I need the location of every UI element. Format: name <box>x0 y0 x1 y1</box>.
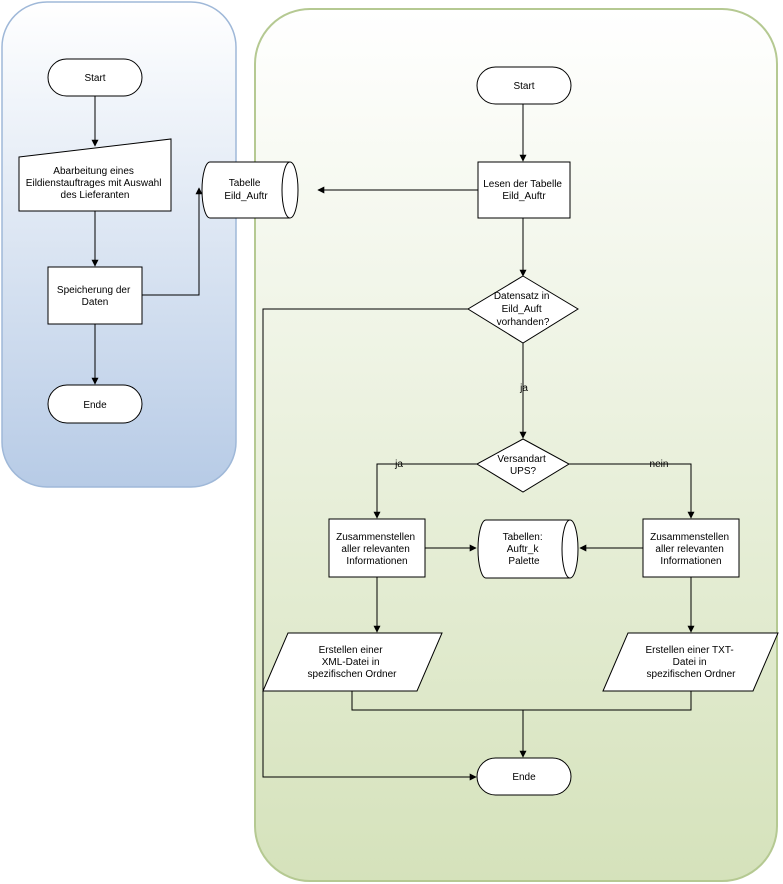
storage-table-line1: Tabelle <box>229 178 261 189</box>
left-process1-line3: des Lieferanten <box>61 190 130 201</box>
compile-left-line2: aller relevanten <box>341 544 409 555</box>
decision-record-line3: vorhanden? <box>497 317 550 328</box>
right-start-label: Start <box>513 81 534 92</box>
svg-text:Speicherung der Daten: Speicherung der Daten <box>57 285 133 308</box>
read-table-line2: Eild_Auftr <box>502 191 546 202</box>
decision-record-line2: Eild_Auft <box>502 304 542 315</box>
svg-text:Versandart UPS?: Versandart UPS? <box>497 454 548 477</box>
edge-ups-no <box>569 463 695 519</box>
storage-tables-line3: Palette <box>508 556 540 567</box>
right-end-label: Ende <box>512 772 536 783</box>
edge-label-no-ups: nein <box>650 459 669 470</box>
left-process1-node: Abarbeitung eines Eildienstauftrages mit… <box>18 138 172 212</box>
right-end-node: Ende <box>476 757 572 796</box>
output-xml-node: Erstellen einer XML-Datei in spezifische… <box>262 632 443 692</box>
storage-tables-line2: Auftr_k <box>507 544 540 555</box>
svg-text:Tabelle Eild_Auftr: Tabelle Eild_Auftr <box>224 178 268 202</box>
left-process2-line2: Daten <box>82 297 109 308</box>
edge-label-yes-record: ja <box>519 383 528 394</box>
svg-text:Lesen der Tabelle Eild_A: Lesen der Tabelle Eild_Auftr <box>483 179 565 202</box>
read-table-line1: Lesen der Tabelle <box>483 179 562 190</box>
decision-record-exists: Datensatz in Eild_Auft vorhanden? <box>467 275 579 344</box>
storage-table-line2: Eild_Auftr <box>224 191 268 202</box>
svg-text:Tabellen: Auftr_k: Tabellen: Auftr_k Palette <box>503 532 546 567</box>
left-start-label: Start <box>84 73 105 84</box>
storage-table-eild-auftr: Tabelle Eild_Auftr <box>201 161 299 219</box>
output-xml-line3: spezifischen Ordner <box>308 669 398 680</box>
left-swimlane <box>1 1 237 488</box>
left-start-node: Start <box>47 58 143 97</box>
right-start-node: Start <box>476 66 572 105</box>
compile-right-line3: Informationen <box>660 556 721 567</box>
edge-label-yes-ups: ja <box>394 459 403 470</box>
output-txt-line2: Datei in <box>673 657 707 668</box>
read-table-node: Lesen der Tabelle Eild_Auftr <box>477 161 571 219</box>
compile-right-line2: aller relevanten <box>655 544 723 555</box>
compile-left-line1: Zusammenstellen <box>336 532 415 543</box>
output-txt-line1: Erstellen einer TXT- <box>646 645 734 656</box>
connectors <box>91 96 695 781</box>
svg-text:Abarbeitung eines Eildie: Abarbeitung eines Eildienstauftrages mit… <box>26 166 164 201</box>
output-xml-line1: Erstellen einer <box>319 645 384 656</box>
edge-decision-no-to-end <box>262 308 477 781</box>
svg-text:Zusammenstellen aller re: Zusammenstellen aller relevanten Informa… <box>650 532 732 567</box>
left-process1-line1: Abarbeitung eines <box>53 166 134 177</box>
left-process2-node: Speicherung der Daten <box>47 266 143 325</box>
output-xml-line2: XML-Datei in <box>322 657 380 668</box>
decision-ups-line2: UPS? <box>510 466 537 477</box>
storage-tables-line1: Tabellen: <box>503 532 543 543</box>
svg-text:Zusammenstellen aller re: Zusammenstellen aller relevanten Informa… <box>336 532 418 567</box>
edge-xml-merge <box>351 691 523 711</box>
edge-txt-merge <box>523 691 692 711</box>
decision-ups-line1: Versandart <box>497 454 546 465</box>
decision-record-line1: Datensatz in <box>494 291 550 302</box>
svg-text:Datensatz in Eild_Auft: Datensatz in Eild_Auft vorhanden? <box>494 291 552 328</box>
left-process2-line1: Speicherung der <box>57 285 131 296</box>
output-txt-node: Erstellen einer TXT- Datei in spezifisch… <box>602 632 779 692</box>
storage-tables-auftr-palette: Tabellen: Auftr_k Palette <box>477 519 579 579</box>
edge-process2-to-table <box>142 187 203 296</box>
compile-left-node: Zusammenstellen aller relevanten Informa… <box>328 518 426 578</box>
edge-ups-yes <box>373 463 477 519</box>
decision-ups: Versandart UPS? <box>475 438 571 493</box>
left-end-label: Ende <box>83 400 107 411</box>
compile-left-line3: Informationen <box>346 556 407 567</box>
svg-text:Erstellen einer XML-Date: Erstellen einer XML-Datei in spezifische… <box>308 645 398 680</box>
compile-right-line1: Zusammenstellen <box>650 532 729 543</box>
left-end-node: Ende <box>47 384 143 424</box>
output-txt-line3: spezifischen Ordner <box>647 669 737 680</box>
compile-right-node: Zusammenstellen aller relevanten Informa… <box>642 518 740 578</box>
svg-text:Erstellen einer TXT- Dat: Erstellen einer TXT- Datei in spezifisch… <box>646 645 737 680</box>
left-process1-line2: Eildienstauftrages mit Auswahl <box>26 178 162 189</box>
